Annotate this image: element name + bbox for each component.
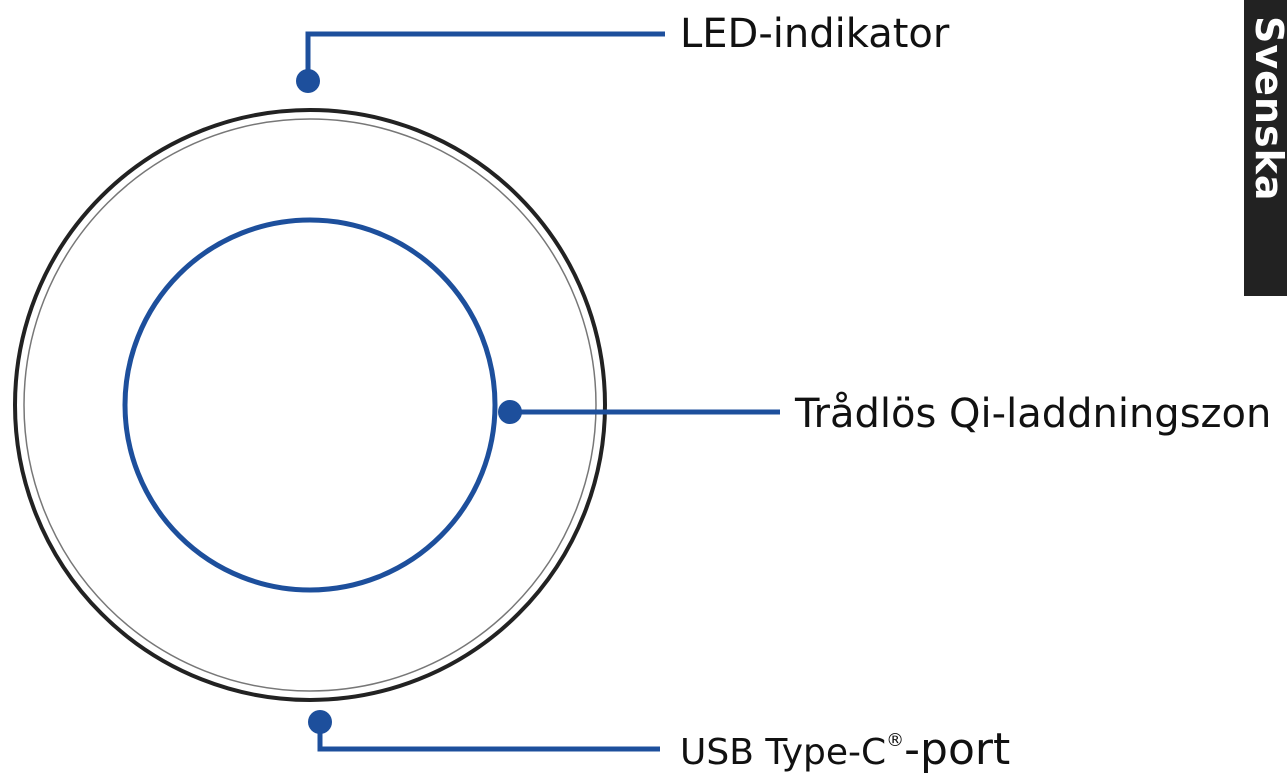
usb-callout-dot [308,710,332,734]
usb-type-c-port-label: USB Type-C®-port [680,728,1010,772]
usb-port-label-suffix: -port [904,724,1011,775]
charger-outer-edge [13,108,607,702]
charger-inner-edge [23,118,597,692]
led-callout-line [305,31,665,80]
led-indicator-label: LED-indikator [680,11,950,57]
language-tab: Svenska [1244,0,1287,296]
language-tab-label: Svenska [1246,16,1287,202]
usb-port-label-prefix: USB Type-C [680,732,887,773]
usb-callout-line [317,722,660,752]
qi-callout-dot [498,400,522,424]
led-callout-dot [296,69,320,93]
qi-charging-zone-label: Trådlös Qi-laddningszon [795,391,1272,437]
usb-port-label-registered-mark: ® [886,730,905,751]
qi-charging-zone-ring [122,217,498,593]
